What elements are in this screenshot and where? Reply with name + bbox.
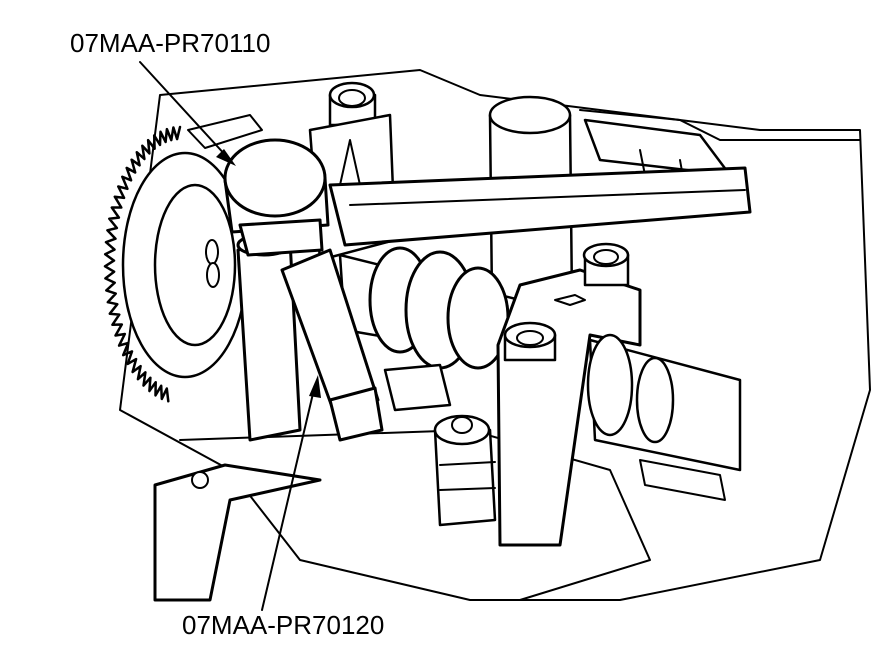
- camshaft-sprocket: [103, 114, 263, 403]
- tool-socket-07maa-pr70110: [223, 138, 330, 257]
- front-camshaft: [338, 246, 522, 412]
- leader-arrowheads: [216, 149, 321, 398]
- leader-line-top: [139, 61, 229, 159]
- leader-lines: [139, 61, 316, 611]
- arrowhead-top: [216, 149, 236, 166]
- wrench-handle: [328, 166, 752, 247]
- valve-spring-assembly: [433, 414, 497, 527]
- callout-label-bottom: 07MAA-PR70120: [182, 610, 385, 640]
- wrench-arm-lower: [153, 463, 322, 602]
- cam-holder-bolt-lower: [503, 321, 557, 362]
- cam-holder-bolt-right: [582, 242, 630, 287]
- leader-line-bottom: [261, 384, 316, 611]
- camshaft-journal-right: [586, 333, 742, 501]
- callout-label-top: 07MAA-PR70110: [70, 28, 271, 58]
- arrowhead-bottom: [309, 375, 321, 398]
